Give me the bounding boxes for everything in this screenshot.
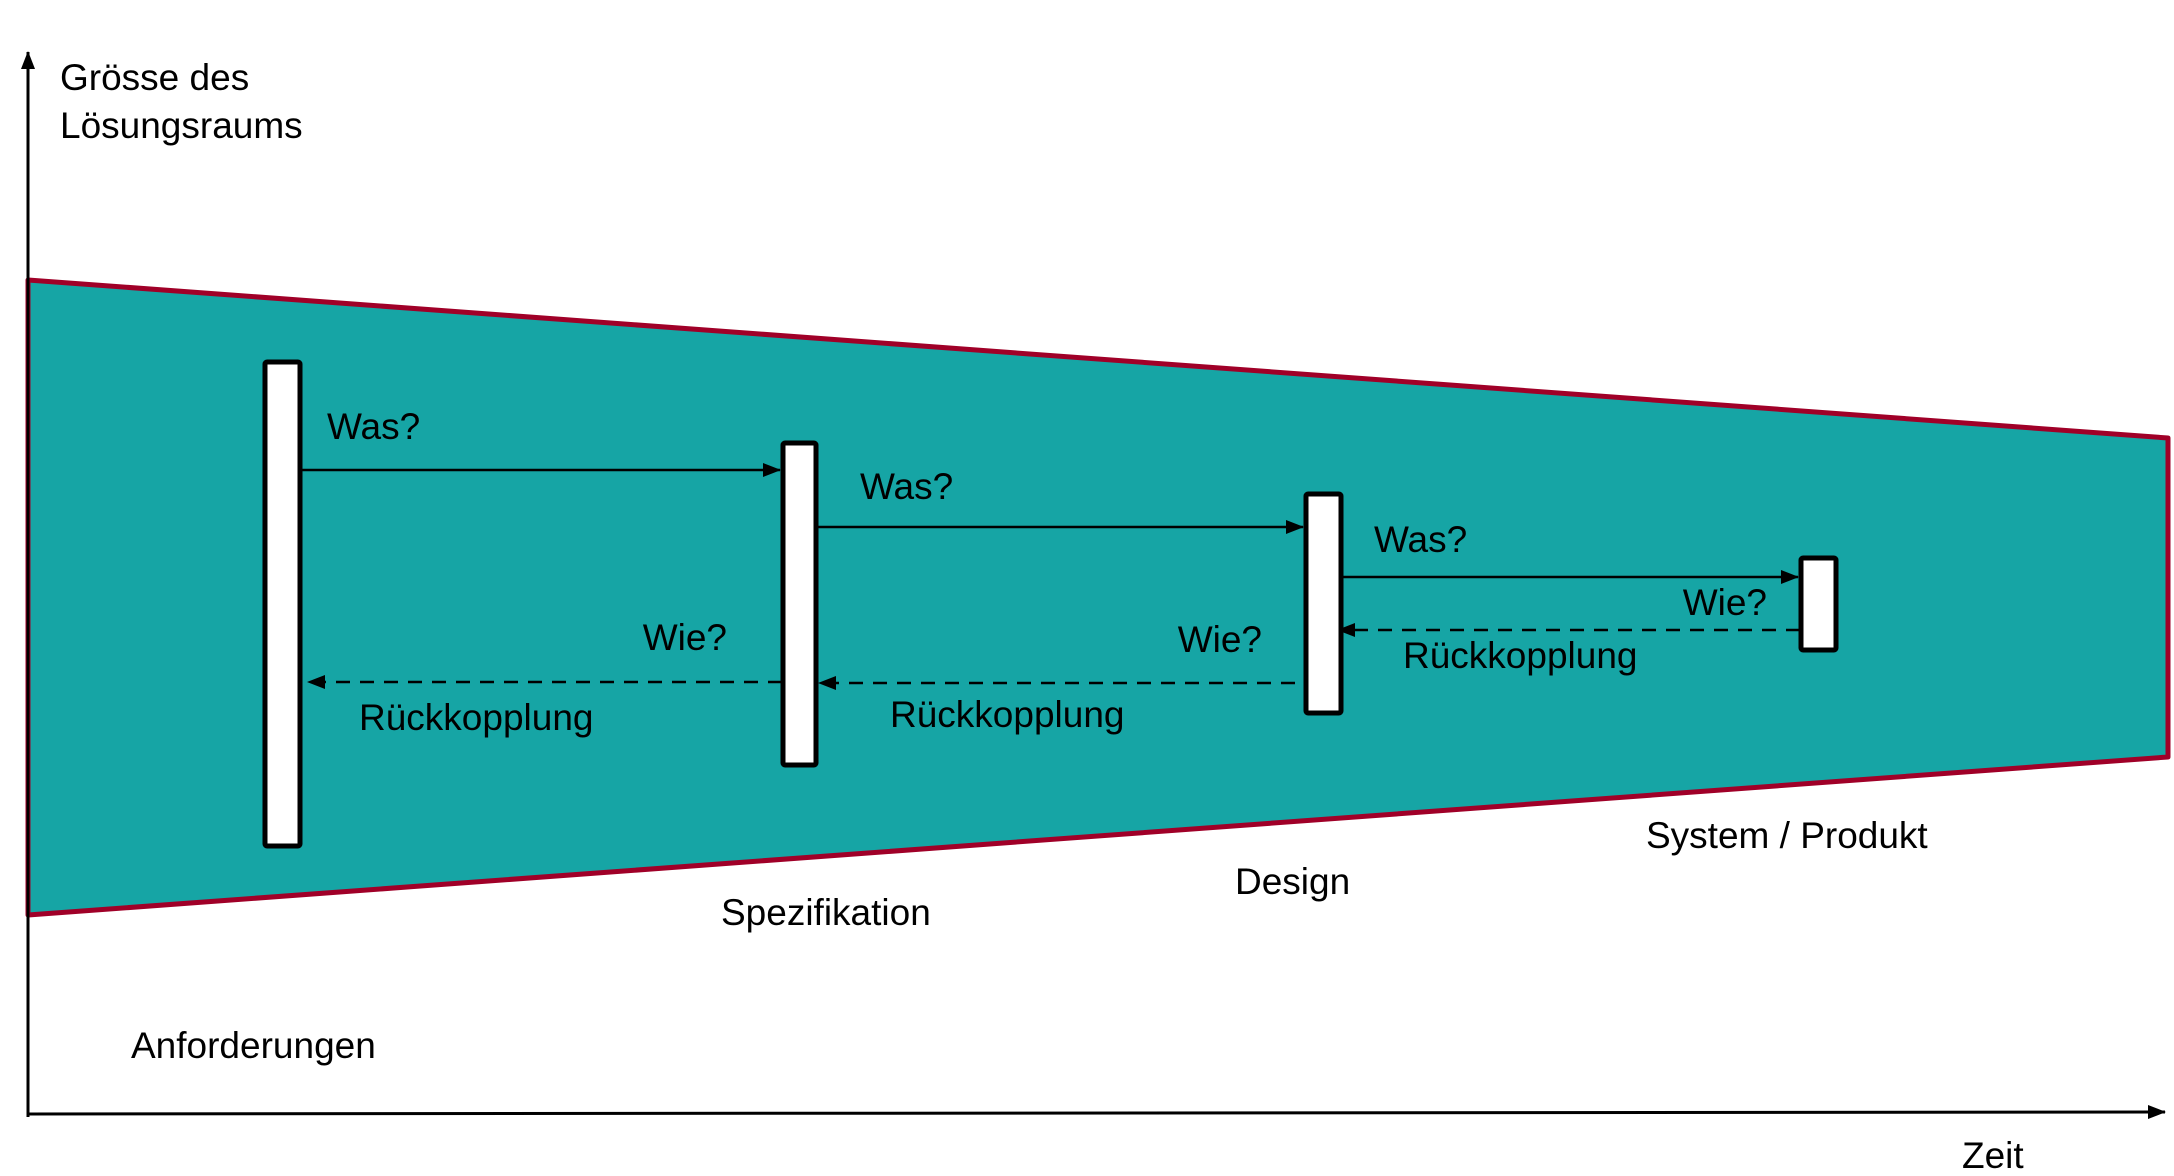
feedback-arrow-3-question: Wie? [1683, 582, 1767, 623]
feedback-arrow-1-question: Wie? [643, 617, 727, 658]
phase-label-system-produkt: System / Produkt [1646, 815, 1928, 856]
forward-arrow-1-label: Was? [327, 406, 420, 447]
phase-box-design [1303, 491, 1344, 716]
x-axis [26, 1105, 2166, 1120]
y-axis-label-line1: Grösse des [60, 57, 249, 98]
forward-arrow-2-label: Was? [860, 466, 953, 507]
x-axis-label: Zeit [1962, 1135, 2024, 1176]
phase-box-system-produkt [1798, 555, 1839, 653]
y-axis-label-line2: Lösungsraums [60, 105, 303, 146]
phase-label-anforderungen: Anforderungen [131, 1025, 376, 1066]
phase-label-spezifikation: Spezifikation [721, 892, 931, 933]
feedback-arrow-3-label: Rückkopplung [1403, 635, 1637, 676]
feedback-arrow-2-label: Rückkopplung [890, 694, 1124, 735]
feedback-arrow-1-label: Rückkopplung [359, 697, 593, 738]
feedback-arrow-2-question: Wie? [1178, 619, 1262, 660]
phase-box-anforderungen [262, 359, 303, 849]
phase-label-design: Design [1235, 861, 1350, 902]
phase-box-spezifikation [780, 440, 819, 768]
forward-arrow-3-label: Was? [1374, 519, 1467, 560]
